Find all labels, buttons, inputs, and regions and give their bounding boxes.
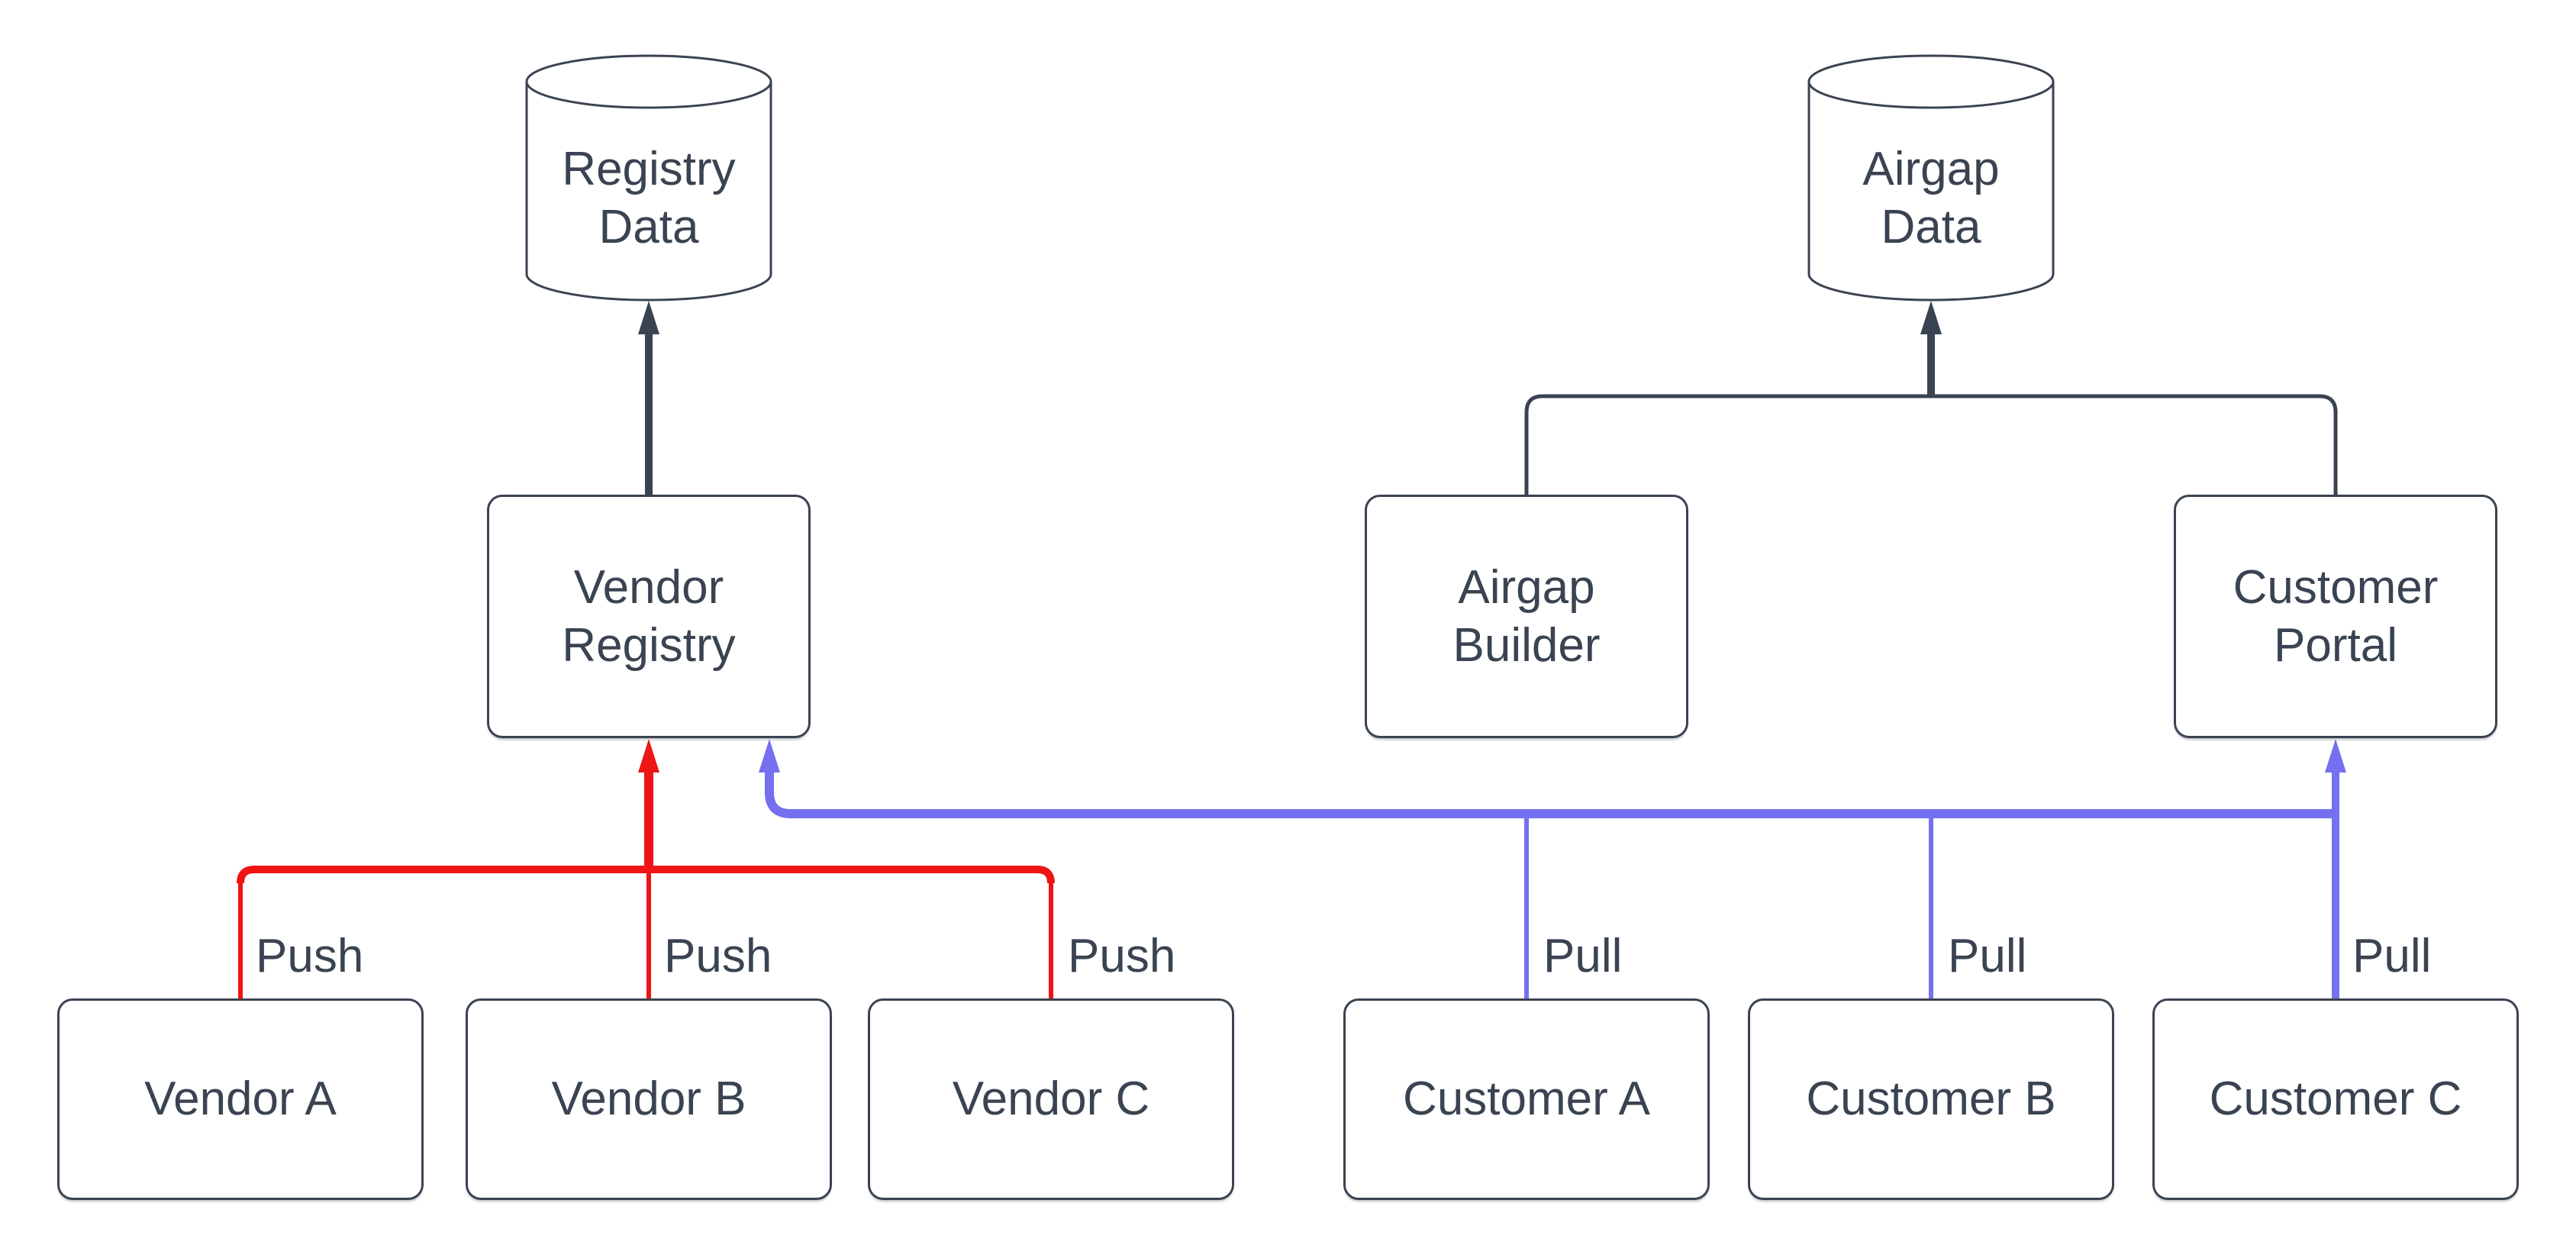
node-vendor-c: Vendor C	[868, 998, 1234, 1200]
node-airgap-builder: Airgap Builder	[1365, 495, 1688, 738]
node-customer-a: Customer A	[1343, 998, 1710, 1200]
push-edges	[237, 739, 1055, 998]
edge-label-pull-customer-b: Pull	[1948, 930, 2027, 982]
node-airgap-data-label: Airgap Data	[1862, 143, 2000, 253]
edge-label-push-vendor-a: Push	[256, 930, 364, 982]
arrowhead-up-vendor-registry-push	[638, 739, 659, 773]
edge-label-pull-customer-a: Pull	[1543, 930, 1623, 982]
edge-label-pull-customer-c: Pull	[2352, 930, 2432, 982]
node-customer-portal: Customer Portal	[2174, 495, 2497, 738]
edge-label-push-vendor-c: Push	[1068, 930, 1176, 982]
node-customer-c: Customer C	[2152, 998, 2519, 1200]
airgap-data-cylinder-top	[1807, 54, 2055, 109]
cylinder-shapes	[525, 54, 2055, 302]
registry-data-cylinder-top	[525, 54, 772, 109]
node-customer-b: Customer B	[1748, 998, 2114, 1200]
edge-builder-portal-trunk	[1524, 394, 2338, 496]
node-registry-data-label: Registry Data	[562, 143, 736, 253]
pull-edges	[759, 739, 2346, 998]
airgap-data-cylinder-body	[1807, 82, 2055, 302]
arrowhead-up-customer-portal	[2325, 739, 2346, 773]
node-vendor-registry: Vendor Registry	[487, 495, 811, 738]
node-vendor-a: Vendor A	[57, 998, 424, 1200]
edge-label-push-vendor-b: Push	[664, 930, 772, 982]
push-trunk	[237, 866, 1055, 884]
node-vendor-b: Vendor B	[466, 998, 832, 1200]
dark-edges	[638, 301, 2338, 496]
arrowhead-up-vendor-registry-pull	[759, 739, 780, 773]
registry-data-cylinder-body	[525, 82, 772, 302]
arrowhead-up-registry-data	[638, 301, 659, 334]
arrowhead-up-airgap-data	[1920, 301, 1942, 334]
pull-trunk	[765, 769, 2333, 818]
